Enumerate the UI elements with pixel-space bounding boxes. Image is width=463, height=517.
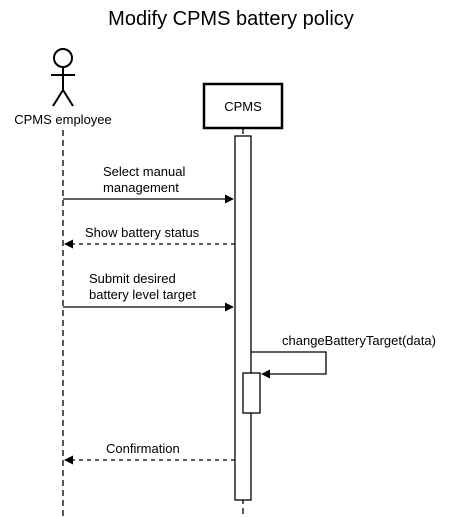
diagram-title: Modify CPMS battery policy: [108, 8, 354, 30]
svg-text:Submit desired: Submit desired: [89, 271, 176, 286]
message-submit-battery-target: Submit desired battery level target: [63, 271, 234, 312]
actor-label: CPMS employee: [14, 112, 112, 127]
message-confirmation: Confirmation: [64, 441, 235, 465]
message-label: management: [103, 180, 179, 195]
participant-label: CPMS: [224, 99, 262, 114]
message-label: Show battery status: [85, 225, 200, 240]
svg-text:battery level target: battery level target: [89, 287, 196, 302]
actor-stick-figure-icon: [51, 48, 75, 107]
message-label: changeBatteryTarget(data): [282, 333, 436, 348]
svg-text:management: management: [103, 180, 179, 195]
message-label: Select manual: [103, 164, 185, 179]
svg-text:changeBatteryTarget(data): changeBatteryTarget(data): [282, 333, 436, 348]
message-label: Submit desired: [89, 271, 176, 286]
svg-text:Confirmation: Confirmation: [106, 441, 180, 456]
svg-text:Show battery status: Show battery status: [85, 225, 200, 240]
nested-activation-bar: [242, 372, 261, 414]
message-label: Confirmation: [106, 441, 180, 456]
message-show-battery-status: Show battery status: [64, 225, 235, 249]
message-label: battery level target: [89, 287, 196, 302]
activation-bar: [234, 135, 252, 501]
message-select-manual-management: Select manual management: [63, 164, 234, 204]
svg-text:Select manual: Select manual: [103, 164, 185, 179]
participant-box: [202, 82, 284, 130]
message-change-battery-target: changeBatteryTarget(data): [251, 333, 436, 379]
